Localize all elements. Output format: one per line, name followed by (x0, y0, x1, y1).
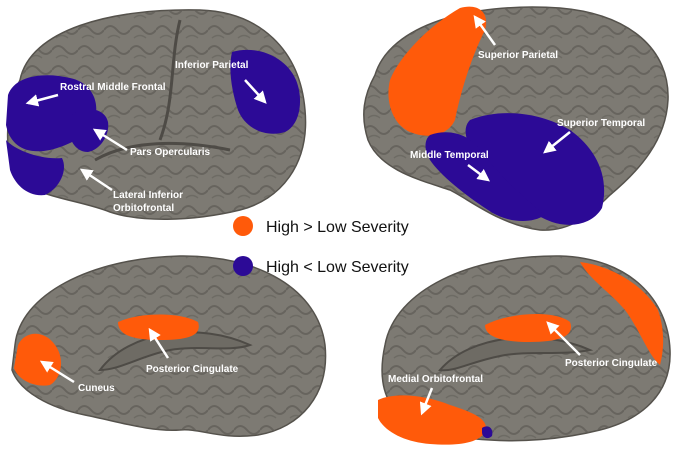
right-lateral-view: Superior Parietal Superior Temporal Midd… (363, 6, 669, 231)
arrow-middle-temporal (467, 164, 490, 182)
legend-swatch-high-gt-low (233, 216, 253, 236)
legend-swatch-high-lt-low (233, 256, 253, 276)
right-corpus-callosum (438, 336, 594, 372)
region-pars-opercularis (69, 109, 109, 152)
region-superior-temporal (465, 113, 605, 225)
label-medial-orbitofrontal: Medial Orbitofrontal (388, 374, 483, 385)
region-right-posterior-cingulate (485, 314, 572, 342)
arrow-pars-opercularis (92, 128, 128, 152)
arrow-inferior-parietal (244, 79, 267, 104)
label-middle-temporal: Middle Temporal (410, 150, 489, 161)
region-lateral-inferior-orbitofrontal (6, 140, 65, 196)
arrow-medial-orbitofrontal (419, 387, 434, 416)
arrow-lateral-inferior-orbitofrontal (79, 168, 113, 192)
arrow-rostral-middle-frontal (25, 93, 59, 107)
arrow-superior-parietal (473, 14, 497, 46)
label-superior-parietal: Superior Parietal (478, 50, 558, 61)
arrow-cuneus (39, 360, 75, 384)
label-cuneus: Cuneus (78, 383, 115, 394)
legend: High > Low Severity High < Low Severity (233, 216, 409, 276)
left-lateral-view: Rostral Middle Frontal Inferior Parietal… (6, 9, 307, 220)
region-left-posterior-cingulate (118, 314, 199, 340)
region-medial-orbitofrontal (378, 395, 486, 445)
sylvian-fissure (94, 141, 231, 162)
label-lateral-inferior-line2: Orbitofrontal (113, 203, 174, 214)
arrow-right-posterior-cingulate (546, 321, 581, 356)
region-medial-blue-spot (482, 426, 493, 439)
region-right-precuneus-edge (580, 262, 664, 365)
right-medial-view: Posterior Cingulate Medial Orbitofrontal (378, 255, 671, 445)
region-cuneus (14, 333, 62, 386)
legend-label-high-lt-low: High < Low Severity (266, 259, 409, 276)
left-medial-view: Posterior Cingulate Cuneus (11, 255, 327, 437)
region-superior-parietal (388, 6, 487, 136)
arrow-superior-temporal (543, 131, 571, 154)
label-inferior-parietal: Inferior Parietal (175, 60, 249, 71)
label-rostral-middle-frontal: Rostral Middle Frontal (60, 82, 166, 93)
arrow-left-posterior-cingulate (148, 327, 170, 359)
label-right-posterior-cingulate: Posterior Cingulate (565, 358, 658, 369)
legend-label-high-gt-low: High > Low Severity (266, 219, 409, 236)
label-pars-opercularis: Pars Opercularis (130, 147, 210, 158)
label-superior-temporal: Superior Temporal (557, 118, 645, 129)
label-left-posterior-cingulate: Posterior Cingulate (146, 364, 239, 375)
label-lateral-inferior-line1: Lateral Inferior (113, 190, 183, 201)
central-sulcus (158, 19, 182, 141)
